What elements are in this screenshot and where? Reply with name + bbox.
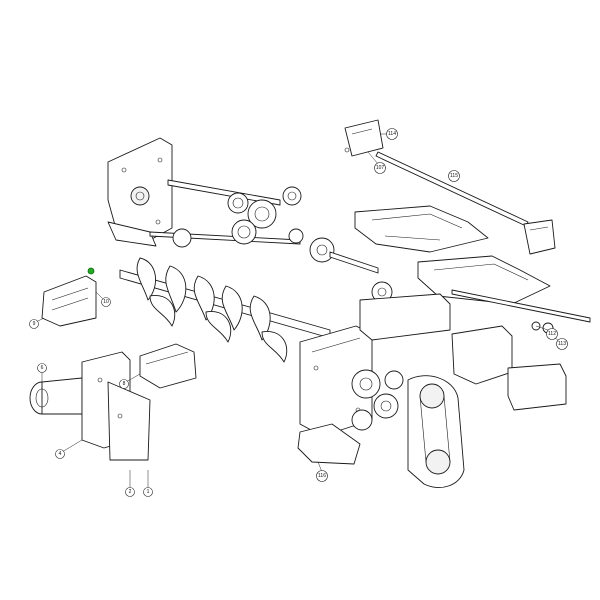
callout-4[interactable]: 4 bbox=[55, 449, 65, 459]
middle-drive-shaft bbox=[149, 219, 304, 248]
upper-drive-shaft bbox=[167, 179, 302, 229]
chain-case bbox=[407, 375, 465, 488]
callout-115[interactable]: 115 bbox=[448, 170, 460, 182]
callout-label: 114 bbox=[388, 131, 396, 137]
callout-circle bbox=[316, 470, 328, 482]
callout-circle bbox=[546, 328, 558, 340]
right-end-plate bbox=[523, 219, 556, 255]
callout-112[interactable]: 112 bbox=[546, 328, 558, 340]
callout-circle bbox=[37, 363, 47, 373]
callout-label: 2 bbox=[129, 489, 132, 495]
callout-label: 10 bbox=[103, 299, 109, 305]
callout-label: 107 bbox=[376, 165, 385, 171]
callout-circle bbox=[29, 319, 39, 329]
left-skid bbox=[139, 343, 197, 389]
callout-9[interactable]: 9 bbox=[29, 319, 39, 329]
callout-label: 116 bbox=[318, 473, 326, 479]
callout-circle bbox=[374, 162, 386, 174]
highlighted-part-marker[interactable] bbox=[87, 267, 95, 275]
callout-circle bbox=[386, 128, 398, 140]
callout-label: 113 bbox=[558, 341, 566, 347]
side-frame bbox=[359, 293, 567, 411]
callout-107[interactable]: 107 bbox=[374, 162, 386, 174]
callout-label: 115 bbox=[450, 173, 458, 179]
callout-label: 1 bbox=[147, 489, 150, 495]
gear-train bbox=[351, 369, 404, 431]
callout-6[interactable]: 6 bbox=[37, 363, 47, 373]
hood-cylinder bbox=[29, 377, 83, 415]
callout-114[interactable]: 114 bbox=[386, 128, 398, 140]
callout-116[interactable]: 116 bbox=[316, 470, 328, 482]
callout-1[interactable]: 1 bbox=[143, 487, 153, 497]
callout-circle bbox=[448, 170, 460, 182]
callout-circle bbox=[143, 487, 153, 497]
callout-8[interactable]: 8 bbox=[119, 379, 129, 389]
callout-label: 4 bbox=[59, 451, 62, 457]
callout-circle bbox=[556, 338, 568, 350]
callout-label: 9 bbox=[33, 321, 36, 327]
callout-113[interactable]: 113 bbox=[556, 338, 568, 350]
callout-circle bbox=[101, 297, 111, 307]
callout-circle bbox=[119, 379, 129, 389]
deflector-panel-lower bbox=[417, 255, 551, 305]
lower-skid-plate bbox=[297, 423, 361, 465]
callout-label: 8 bbox=[123, 381, 126, 387]
callout-circle bbox=[55, 449, 65, 459]
deflector-panel-upper bbox=[354, 205, 489, 253]
skid-plate-top bbox=[107, 221, 157, 247]
callout-2[interactable]: 2 bbox=[125, 487, 135, 497]
callout-10[interactable]: 10 bbox=[101, 297, 111, 307]
gearbox-side-plate bbox=[107, 137, 173, 241]
flange-hub bbox=[309, 237, 393, 303]
mounting-bracket bbox=[81, 351, 151, 461]
gearbox-housing bbox=[299, 325, 373, 437]
left-wheel-bracket bbox=[41, 275, 97, 327]
tine-rotor bbox=[119, 257, 331, 363]
callout-label: 112 bbox=[548, 331, 556, 337]
callout-label: 6 bbox=[41, 365, 44, 371]
callout-circle bbox=[125, 487, 135, 497]
top-cover-plate bbox=[344, 119, 384, 157]
